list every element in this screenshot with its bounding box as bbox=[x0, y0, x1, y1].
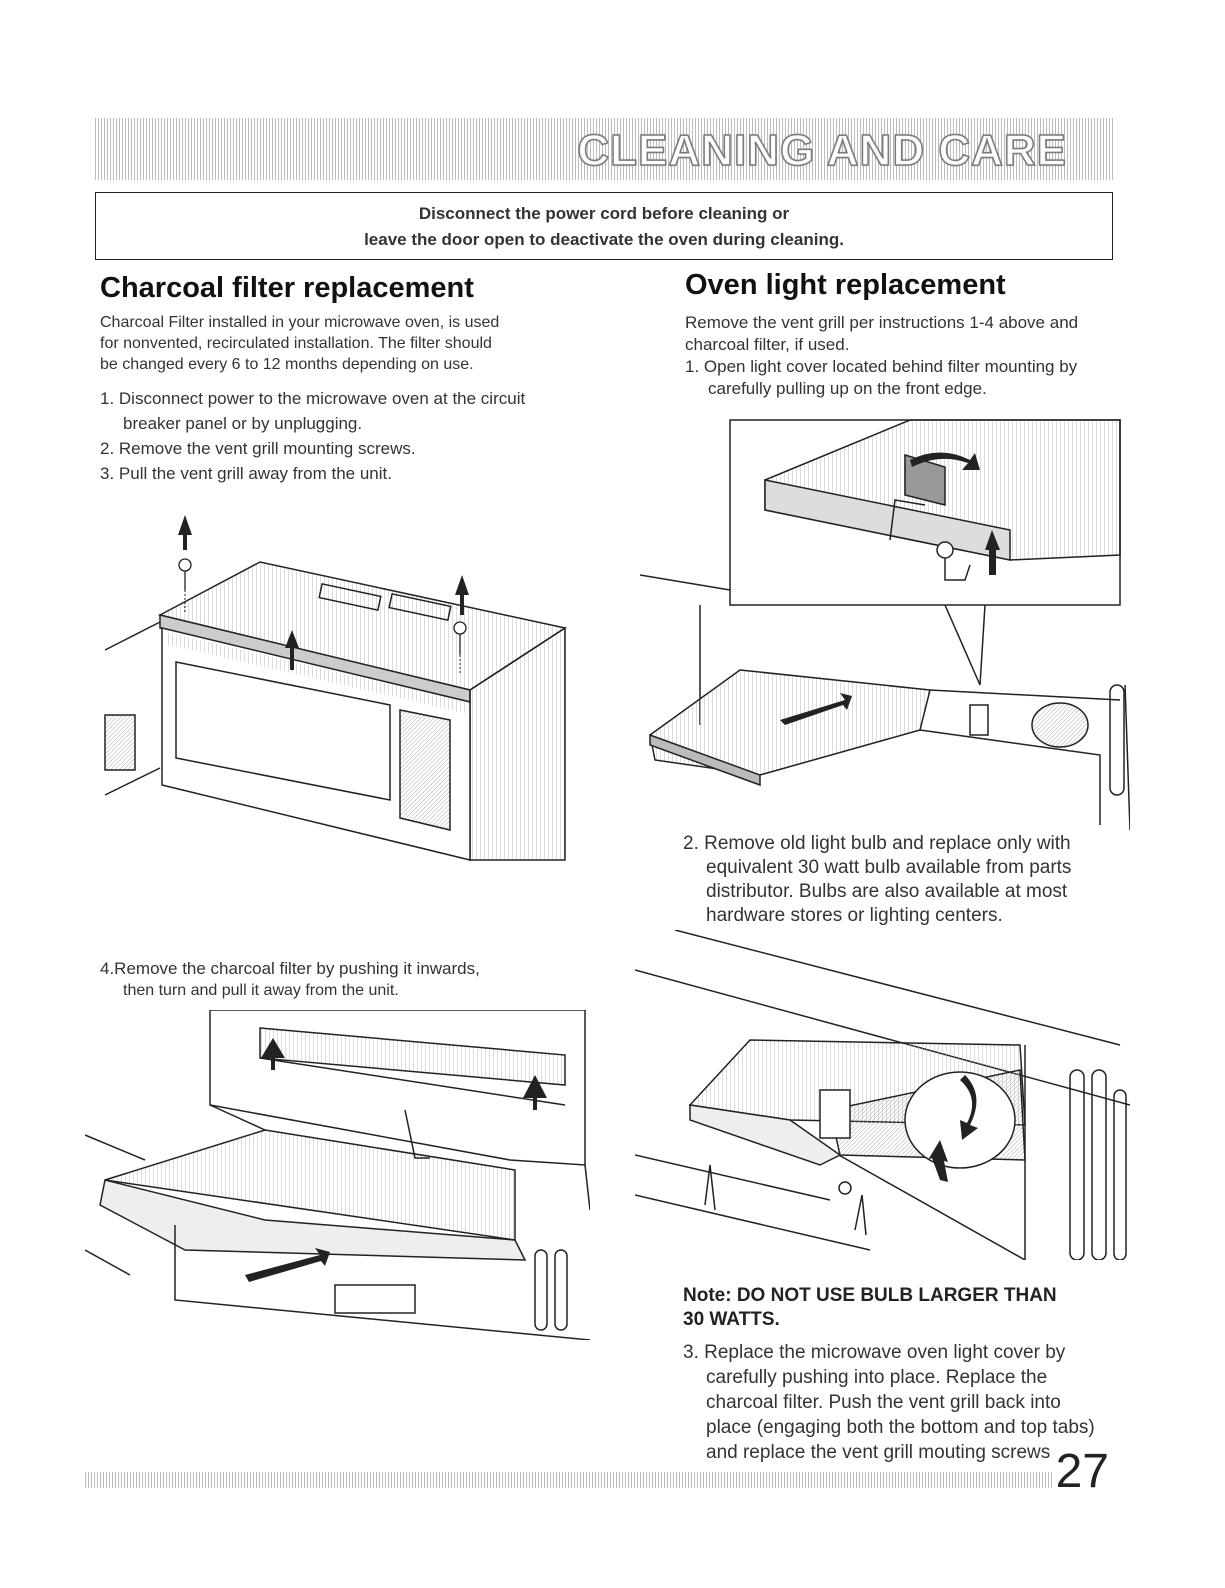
step-2: 2. Remove the vent grill mounting screws… bbox=[100, 439, 416, 458]
intro-line: for nonvented, recirculated installation… bbox=[100, 335, 492, 352]
charcoal-filter-removal-illustration bbox=[85, 1010, 590, 1340]
step-3-cont: carefully pushing into place. Replace th… bbox=[706, 1367, 1048, 1388]
step-1-cont: breaker panel or by unplugging. bbox=[123, 414, 363, 433]
step-1: 1. Disconnect power to the microwave ove… bbox=[100, 389, 526, 408]
header-band: CLEANING AND CARE bbox=[95, 118, 1115, 180]
step-3-cont: charcoal filter. Push the vent grill bac… bbox=[706, 1392, 1061, 1413]
intro-line: charcoal filter, if used. bbox=[685, 335, 850, 354]
oven-light-step-2: 2. Remove old light bulb and replace onl… bbox=[683, 832, 1123, 928]
charcoal-filter-heading: Charcoal filter replacement bbox=[100, 272, 474, 304]
charcoal-filter-steps: 1. Disconnect power to the microwave ove… bbox=[100, 388, 580, 488]
step-2-cont: hardware stores or lighting centers. bbox=[706, 905, 1003, 926]
warning-line-1: Disconnect the power cord before cleanin… bbox=[418, 204, 790, 223]
charcoal-filter-intro: Charcoal Filter installed in your microw… bbox=[100, 312, 570, 375]
note-line-2: 30 WATTS. bbox=[683, 1309, 780, 1330]
oven-light-step-3: 3. Replace the microwave oven light cove… bbox=[683, 1340, 1143, 1465]
step-2-cont: equivalent 30 watt bulb available from p… bbox=[706, 857, 1072, 878]
step-4-cont: then turn and pull it away from the unit… bbox=[123, 982, 399, 999]
light-bulb-replacement-illustration bbox=[634, 930, 1130, 1260]
intro-line: Charcoal Filter installed in your microw… bbox=[100, 314, 500, 331]
step-4: 4.Remove the charcoal filter by pushing … bbox=[100, 959, 480, 978]
step-2: 2. Remove old light bulb and replace onl… bbox=[683, 833, 1071, 854]
footer-band bbox=[85, 1472, 1110, 1488]
microwave-vent-grill-illustration bbox=[104, 515, 567, 861]
oven-light-intro: Remove the vent grill per instructions 1… bbox=[685, 312, 1145, 400]
charcoal-filter-step-4: 4.Remove the charcoal filter by pushing … bbox=[100, 958, 570, 1001]
step-1-cont: carefully pulling up on the front edge. bbox=[708, 379, 987, 398]
warning-line-2: leave the door open to deactivate the ov… bbox=[364, 230, 844, 249]
step-2-cont: distributor. Bulbs are also available at… bbox=[706, 881, 1068, 902]
step-3-cont: and replace the vent grill mouting screw… bbox=[706, 1442, 1056, 1463]
step-3: 3. Replace the microwave oven light cove… bbox=[683, 1342, 1066, 1363]
note-line-1: Note: DO NOT USE BULB LARGER THAN bbox=[683, 1285, 1057, 1306]
bulb-wattage-note: Note: DO NOT USE BULB LARGER THAN 30 WAT… bbox=[683, 1284, 1103, 1332]
intro-line: be changed every 6 to 12 months dependin… bbox=[100, 356, 474, 373]
warning-box: Disconnect the power cord before cleanin… bbox=[95, 192, 1113, 260]
step-1: 1. Open light cover located behind filte… bbox=[685, 357, 1078, 376]
light-cover-illustration bbox=[640, 419, 1130, 830]
page-number: 27 bbox=[1051, 1448, 1113, 1496]
step-3: 3. Pull the vent grill away from the uni… bbox=[100, 464, 392, 483]
intro-line: Remove the vent grill per instructions 1… bbox=[685, 313, 1079, 332]
page-title: CLEANING AND CARE bbox=[577, 125, 1067, 176]
oven-light-heading: Oven light replacement bbox=[685, 269, 1006, 301]
step-3-cont: place (engaging both the bottom and top … bbox=[706, 1417, 1095, 1438]
